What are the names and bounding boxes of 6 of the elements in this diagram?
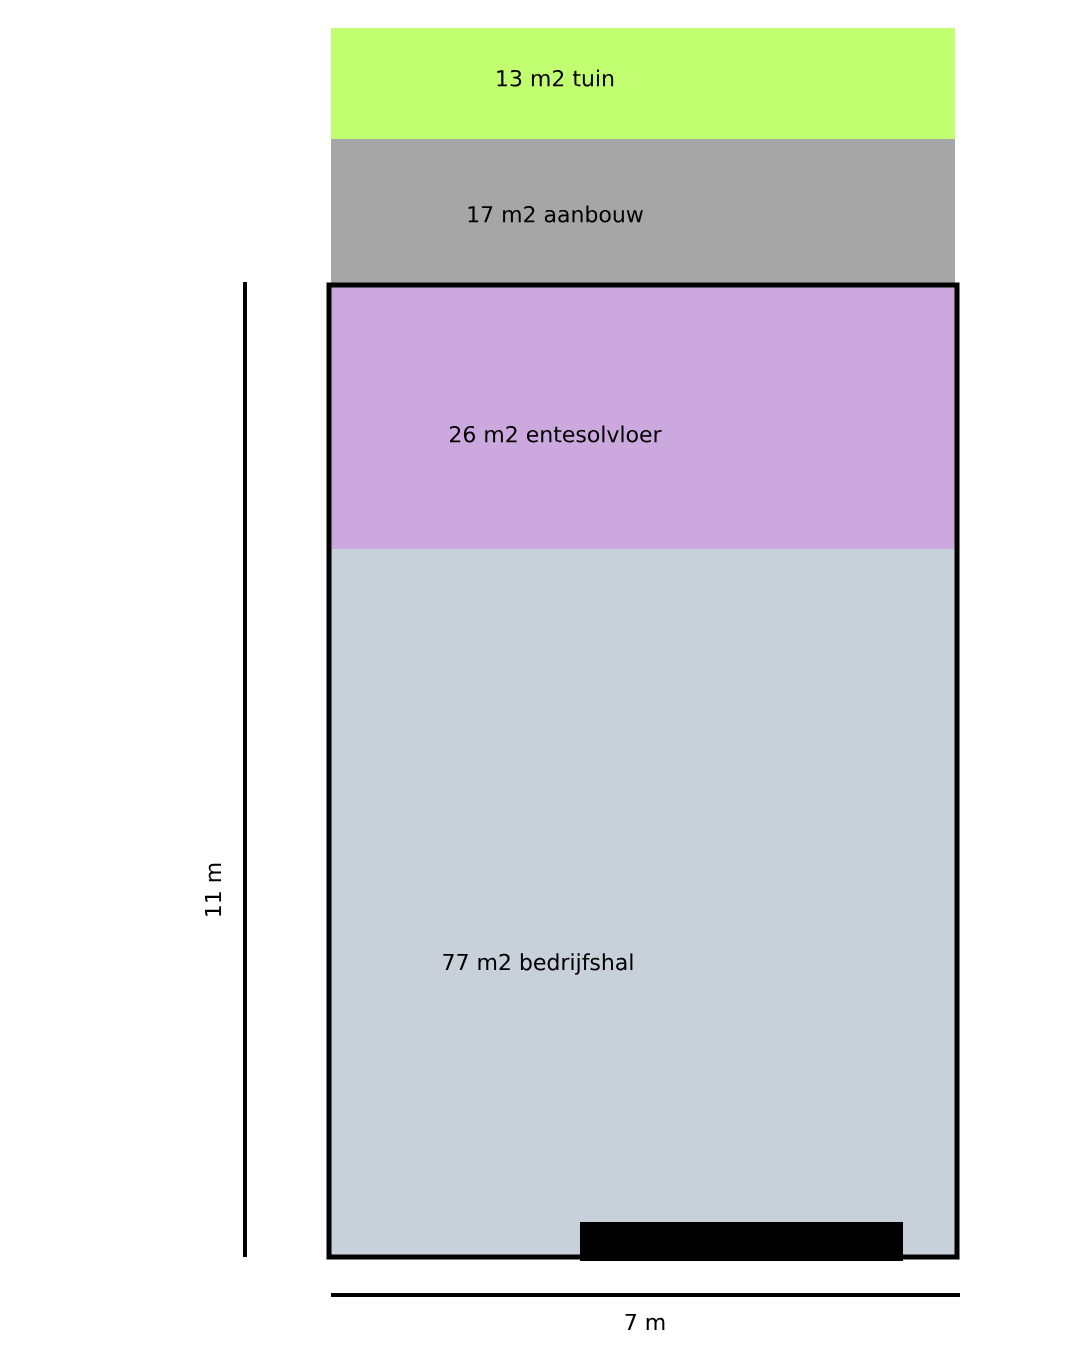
floor-area: 13 m2 tuin: [331, 28, 955, 139]
floor-area: 77 m2 bedrijfshal: [329, 549, 957, 1257]
dimension-label: 7 m: [625, 1314, 665, 1331]
floor-area: 26 m2 entesolvloer: [329, 285, 957, 549]
dimension-label: 11 m: [205, 863, 221, 916]
floor-area: 17 m2 aanbouw: [331, 139, 955, 283]
